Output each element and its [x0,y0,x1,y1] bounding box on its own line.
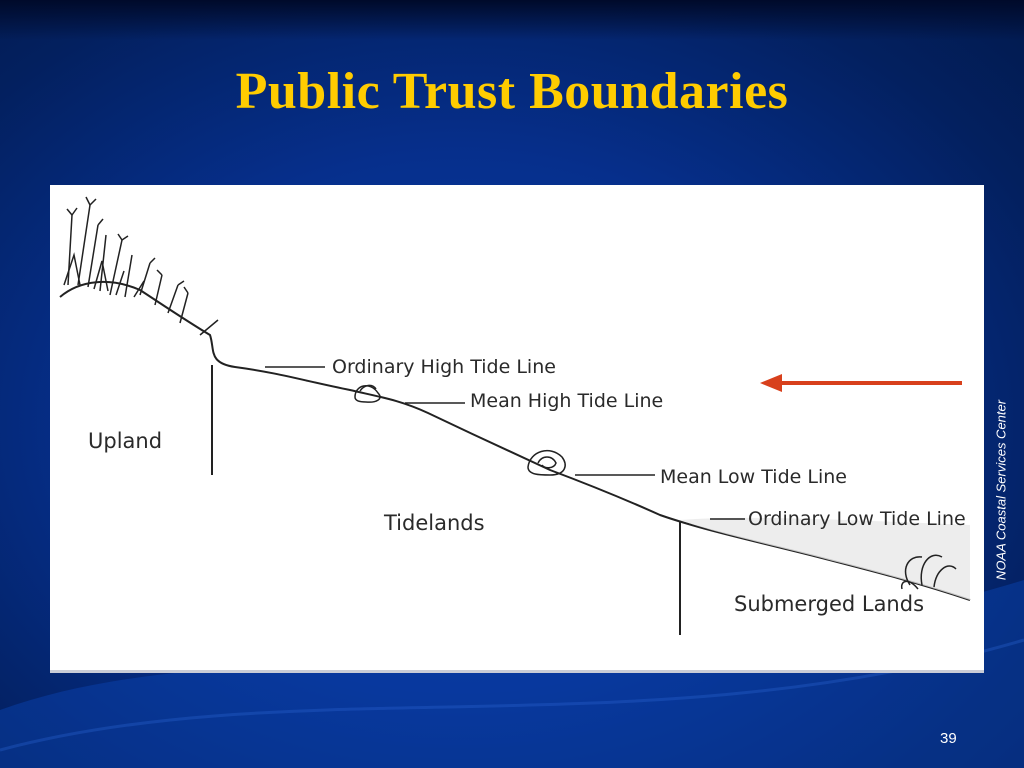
diagram-panel: Ordinary High Tide Line Mean High Tide L… [50,185,984,673]
upland-label: Upland [88,429,162,453]
ordinary-high-tide-label: Ordinary High Tide Line [332,356,556,378]
rock-icon [354,384,381,403]
shoreline-diagram: Ordinary High Tide Line Mean High Tide L… [59,196,971,635]
credit-text: NOAA Coastal Services Center [993,399,1009,581]
top-band [0,0,1024,40]
upland-grass-icon [63,196,219,336]
page-number: 39 [940,730,957,747]
mean-high-tide-label: Mean High Tide Line [470,390,663,412]
submerged-sand [680,517,970,600]
shell-icon [527,449,566,476]
shore-profile-line [59,280,971,601]
ordinary-low-tide-label: Ordinary Low Tide Line [748,508,966,530]
mean-low-tide-label: Mean Low Tide Line [660,466,847,488]
slide-title: Public Trust Boundaries [235,63,789,120]
submerged-lands-label: Submerged Lands [734,592,924,616]
tidelands-label: Tidelands [383,511,485,535]
seaweed-icon [900,554,957,590]
leader-lines [265,366,745,520]
red-arrow-icon [760,374,962,392]
